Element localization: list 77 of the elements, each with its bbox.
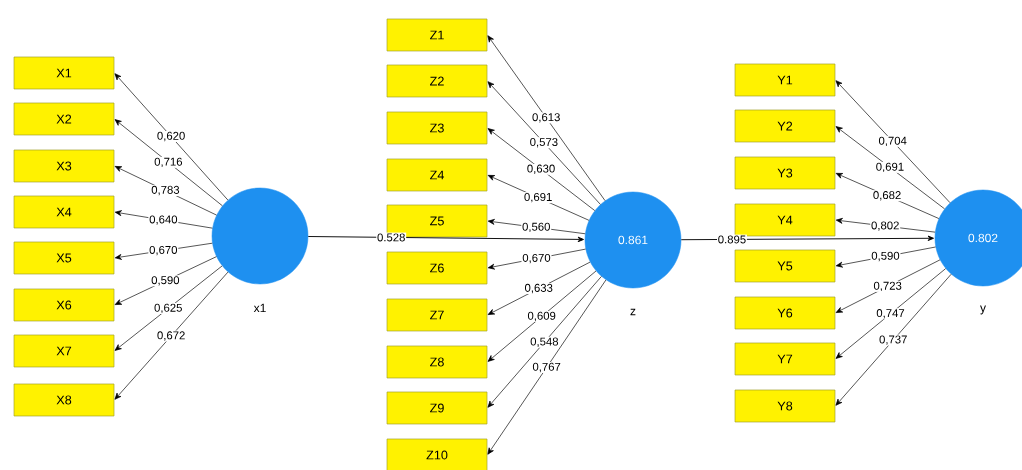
arrow xyxy=(835,273,952,406)
indicator-box: X5 xyxy=(13,241,115,275)
edge-label: 0,630 xyxy=(526,163,556,175)
arrow xyxy=(835,268,946,359)
indicator-box: X3 xyxy=(13,149,115,183)
indicator-box: Y3 xyxy=(734,156,836,190)
edge-label: 0,590 xyxy=(870,251,901,262)
construct-name: x1 xyxy=(253,303,266,313)
indicator-box: X8 xyxy=(13,383,115,417)
edge-label: 0,691 xyxy=(523,192,554,204)
indicator-box: Y1 xyxy=(734,63,836,97)
arrow xyxy=(835,126,945,210)
edge-label: 0,670 xyxy=(148,245,179,257)
arrow xyxy=(487,35,606,201)
arrow xyxy=(114,73,229,201)
indicator-box: Y7 xyxy=(734,342,836,376)
indicator-box: Z1 xyxy=(386,18,488,52)
indicator-box: X6 xyxy=(13,288,115,322)
edge-label: 0,716 xyxy=(153,156,184,168)
indicator-box: Z8 xyxy=(386,345,488,379)
edge-label: 0,783 xyxy=(150,185,181,196)
edge-label: 0,691 xyxy=(874,161,905,173)
edge-label: 0,704 xyxy=(877,135,908,147)
indicator-box: Z7 xyxy=(386,298,488,332)
arrow xyxy=(835,80,951,204)
indicator-box: Z10 xyxy=(386,438,488,470)
arrow xyxy=(114,271,229,400)
edge-label: 0,573 xyxy=(528,137,559,149)
edge-label: 0.895 xyxy=(717,234,747,245)
arrow xyxy=(114,265,223,351)
construct-name: y xyxy=(980,305,986,315)
indicator-box: Y5 xyxy=(734,249,836,283)
indicator-box: X7 xyxy=(13,334,115,368)
indicator-box: Z9 xyxy=(386,391,488,425)
edge-label: 0,633 xyxy=(523,283,554,294)
edge-label: 0,625 xyxy=(153,302,184,314)
indicator-box: Z6 xyxy=(386,251,488,285)
edge-label: 0,609 xyxy=(526,311,557,322)
edge-label: 0,620 xyxy=(156,131,187,142)
edge-label: 0,747 xyxy=(875,308,906,320)
edge-label: 0,670 xyxy=(521,253,552,265)
indicator-box: X4 xyxy=(13,195,115,229)
arrow xyxy=(307,236,584,243)
indicator-box: Y8 xyxy=(734,389,836,423)
edge-label: 0,548 xyxy=(529,336,560,348)
construct-name: z xyxy=(630,308,636,316)
arrow xyxy=(487,175,590,221)
construct-circle xyxy=(211,187,309,285)
edge-label: 0,767 xyxy=(531,362,562,373)
edge-label: 0,723 xyxy=(872,280,903,292)
indicator-box: X1 xyxy=(13,56,115,90)
indicator-box: Y6 xyxy=(734,296,836,330)
edge-label: 0,682 xyxy=(872,190,903,202)
arrow xyxy=(114,166,217,216)
arrow xyxy=(835,259,941,313)
arrow xyxy=(487,261,591,315)
edge-label: 0,802 xyxy=(870,220,901,232)
arrow xyxy=(680,235,934,242)
edge-label: 0,560 xyxy=(521,221,552,233)
indicator-box: Y2 xyxy=(734,109,836,143)
arrow xyxy=(487,128,596,211)
edge-label: 0,737 xyxy=(878,334,909,346)
arrow xyxy=(487,81,601,205)
edge-label: 0,613 xyxy=(531,112,562,124)
edge-label: 0,640 xyxy=(148,214,179,226)
arrow xyxy=(114,256,217,305)
arrow xyxy=(487,279,607,455)
indicator-box: Z4 xyxy=(386,158,488,192)
edge-label: 0.528 xyxy=(376,232,407,243)
indicator-box: Z3 xyxy=(386,111,488,145)
arrow xyxy=(487,276,602,408)
arrow xyxy=(114,119,223,207)
edge-label: 0,590 xyxy=(150,275,181,287)
arrow xyxy=(487,270,597,362)
edge-label: 0,672 xyxy=(156,330,187,342)
indicator-box: X2 xyxy=(13,102,115,136)
indicator-box: Z2 xyxy=(386,64,488,98)
